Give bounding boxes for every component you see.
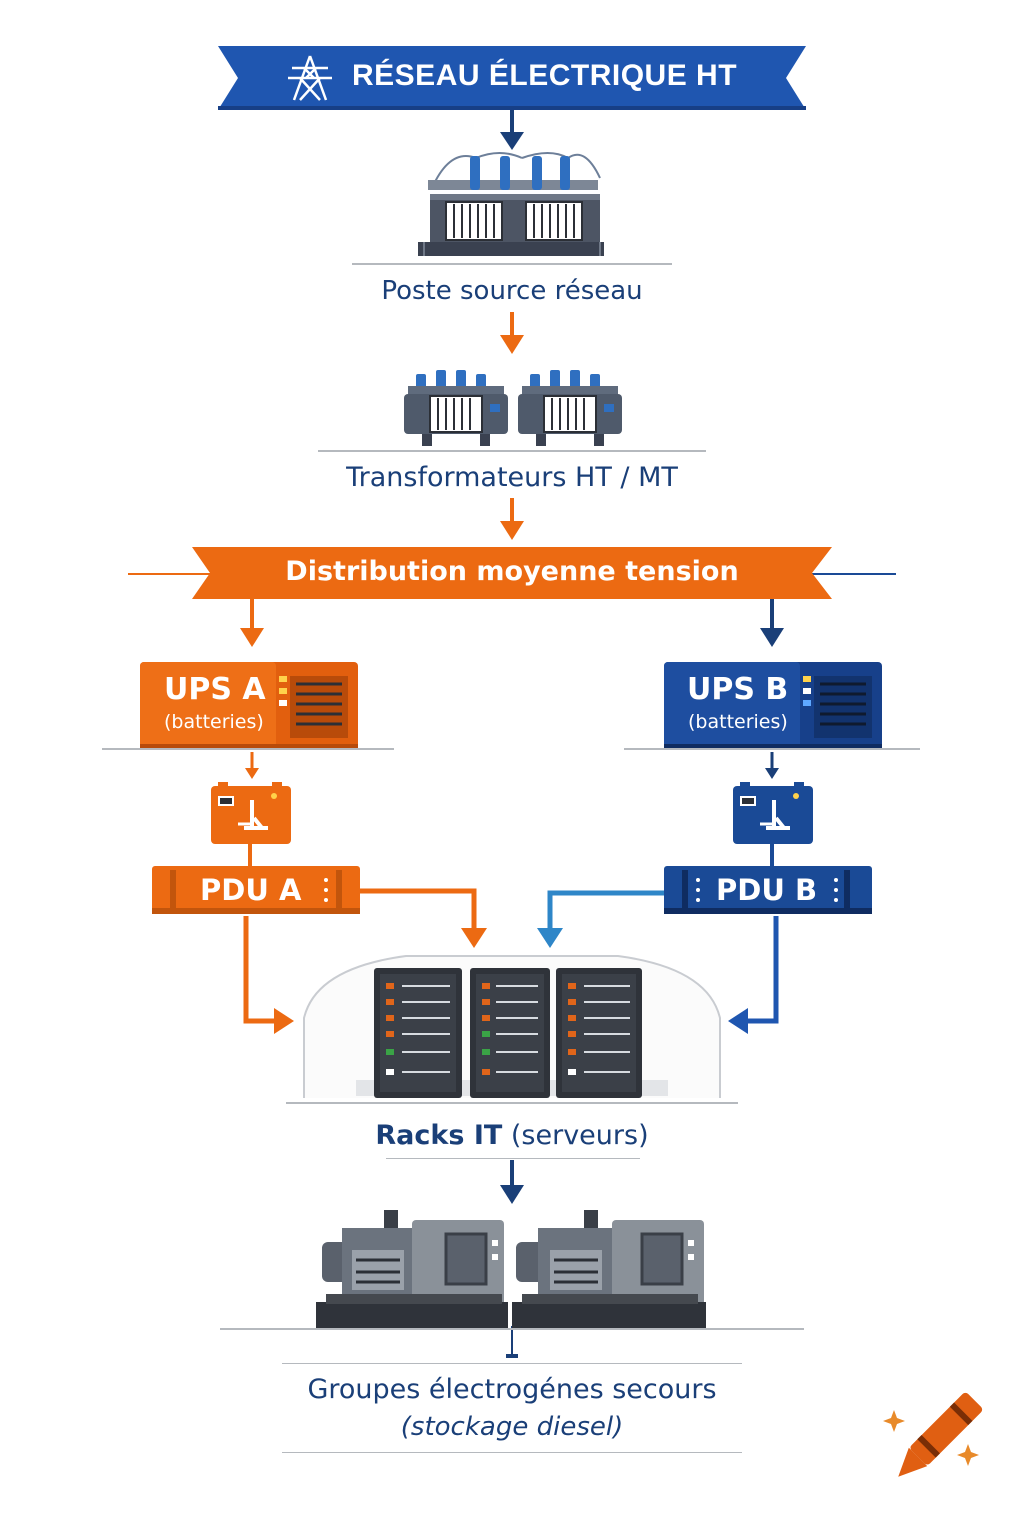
arrow-substation-to-transformers — [500, 312, 524, 354]
pdu-b-label: PDU B — [716, 873, 818, 907]
ups-a-unit — [140, 662, 358, 750]
arrow-grid-to-substation — [500, 108, 524, 150]
transmission-tower-icon — [288, 55, 332, 101]
divider-generators-label-top — [282, 1363, 742, 1364]
ups-a-sublabel: (batteries) — [164, 711, 264, 733]
server-rack-2 — [470, 968, 550, 1098]
pdu-b-strip — [664, 866, 872, 914]
switch-b-box — [733, 782, 813, 844]
generators-label: Groupes électrogénes secours — [307, 1374, 717, 1405]
racks-subtitle: (serveurs) — [510, 1120, 649, 1151]
transformers-illustration — [404, 370, 622, 446]
racks-label: Racks IT (serveurs) — [312, 1120, 712, 1151]
ups-b-sublabel: (batteries) — [688, 711, 788, 733]
arrow-transformers-to-distribution — [500, 498, 524, 540]
arrow-ups-a-to-switch-a — [245, 752, 259, 779]
transformers-label: Transformateurs HT / MT — [346, 462, 678, 493]
server-rack-1 — [374, 968, 462, 1098]
pdu-a-strip — [152, 866, 360, 914]
substation-label: Poste source réseau — [381, 276, 643, 306]
divider-generators — [220, 1328, 804, 1330]
divider-racks — [286, 1102, 738, 1104]
generators-sublabel: (stockage diesel) — [400, 1412, 624, 1442]
arrow-pdu-a-to-racks-side — [243, 916, 294, 1034]
server-rack-3 — [556, 968, 642, 1098]
divider-racks-under — [386, 1158, 640, 1159]
substation-illustration — [418, 152, 604, 256]
arrow-racks-to-generators — [500, 1160, 524, 1204]
arrow-distribution-to-ups-a — [240, 598, 264, 647]
top-banner-label: RÉSEAU ÉLECTRIQUE HT — [352, 59, 738, 92]
mv-distribution-banner — [192, 547, 832, 599]
transformer-left — [404, 370, 508, 446]
divider-ups-b — [624, 748, 920, 750]
ups-a-label: UPS A — [164, 672, 266, 707]
racks-title: Racks IT — [375, 1120, 503, 1151]
arrow-pdu-b-to-racks-side — [728, 916, 779, 1034]
pdu-a-label: PDU A — [200, 873, 302, 907]
mv-distribution-label: Distribution moyenne tension — [285, 556, 739, 587]
arrow-pdu-b-to-racks-top — [537, 890, 666, 948]
generators-illustration — [316, 1210, 706, 1328]
divider-substation — [352, 263, 672, 265]
divider-ups-a — [102, 748, 394, 750]
ups-b-label: UPS B — [687, 672, 789, 707]
arrow-distribution-to-ups-b — [760, 598, 784, 647]
arrow-pdu-a-to-racks-top — [358, 888, 487, 948]
switch-a-box — [211, 782, 291, 844]
generator-right — [512, 1210, 706, 1328]
arrow-ups-b-to-switch-b — [765, 752, 779, 779]
divider-generators-label-bottom — [282, 1452, 742, 1453]
divider-transformers — [318, 450, 706, 452]
generator-stem-cap — [506, 1354, 518, 1358]
generator-left — [316, 1210, 508, 1328]
top-banner — [218, 46, 806, 110]
ups-b-unit — [664, 662, 882, 750]
crayon-icon — [883, 1392, 983, 1477]
server-racks-illustration — [374, 968, 642, 1098]
transformer-right — [518, 370, 622, 446]
